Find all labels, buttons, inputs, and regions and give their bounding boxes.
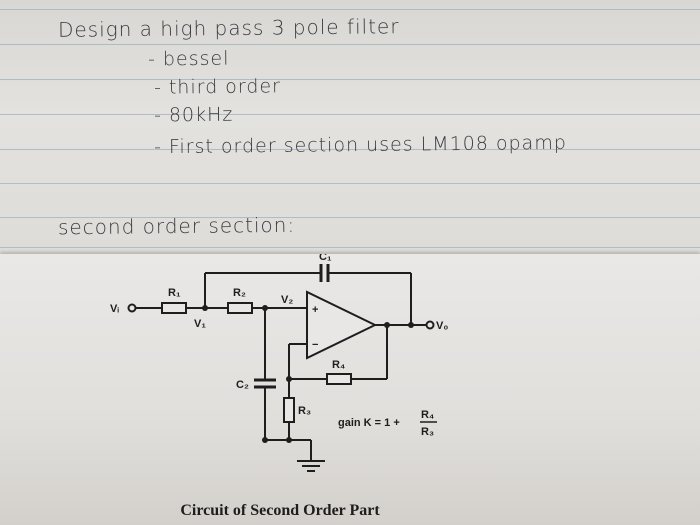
printed-circuit-sheet: Vᵢ R₁ R₂ V₁ V₂ C₁ C₂ R₃ R₄ V₀ + − gain K… [0, 254, 700, 525]
label-r4: R₄ [332, 359, 345, 371]
junction-dot [202, 305, 208, 311]
label-c2: C₂ [236, 379, 249, 391]
label-r2: R₂ [233, 287, 246, 299]
gain-formula-prefix: gain K = 1 + [338, 417, 400, 429]
ruled-line [0, 247, 700, 248]
output-terminal [425, 320, 435, 330]
ruled-line [0, 79, 700, 80]
notebook-page: Design a high pass 3 pole filter - besse… [0, 0, 700, 255]
circuit-diagram: Vᵢ R₁ R₂ V₁ V₂ C₁ C₂ R₃ R₄ V₀ + − gain K… [110, 254, 448, 472]
ruled-line [0, 217, 700, 218]
ruled-line [0, 44, 700, 45]
label-r1: R₁ [168, 287, 181, 299]
junction-dot [384, 322, 390, 328]
label-c1: C₁ [319, 254, 332, 263]
ruled-line [0, 183, 700, 184]
resistor-r2 [227, 302, 253, 314]
label-v2: V₂ [281, 294, 293, 306]
note-title: Design a high pass 3 pole filter [57, 14, 400, 42]
junction-dot [286, 376, 292, 382]
input-terminal [127, 303, 137, 313]
resistor-r4 [326, 373, 352, 385]
note-spec-frequency: - 80kHz [153, 103, 234, 127]
note-spec-bessel: - bessel [147, 47, 230, 71]
junction-dot [262, 305, 268, 311]
ruled-line [0, 114, 700, 115]
ruled-line [0, 9, 700, 10]
junction-dot [408, 322, 414, 328]
resistor-r3 [283, 397, 295, 423]
gain-denominator: R₃ [421, 426, 434, 438]
figure-caption: Circuit of Second Order Part [180, 502, 380, 519]
section-heading: second order section: [57, 212, 296, 240]
note-spec-opamp: - First order section uses LM108 opamp [153, 131, 567, 159]
resistor-r1 [161, 302, 187, 314]
gain-numerator: R₄ [421, 409, 434, 421]
note-spec-order: - third order [153, 75, 282, 99]
label-vi: Vᵢ [110, 303, 119, 315]
label-vo: V₀ [436, 320, 448, 332]
label-r3: R₃ [298, 405, 311, 417]
junction-dot [286, 437, 292, 443]
ruled-line [0, 149, 700, 150]
opamp-minus-sign: − [312, 339, 318, 351]
opamp-symbol [306, 290, 378, 360]
junction-dot [262, 437, 268, 443]
opamp-plus-sign: + [312, 304, 318, 316]
label-v1: V₁ [194, 318, 206, 330]
